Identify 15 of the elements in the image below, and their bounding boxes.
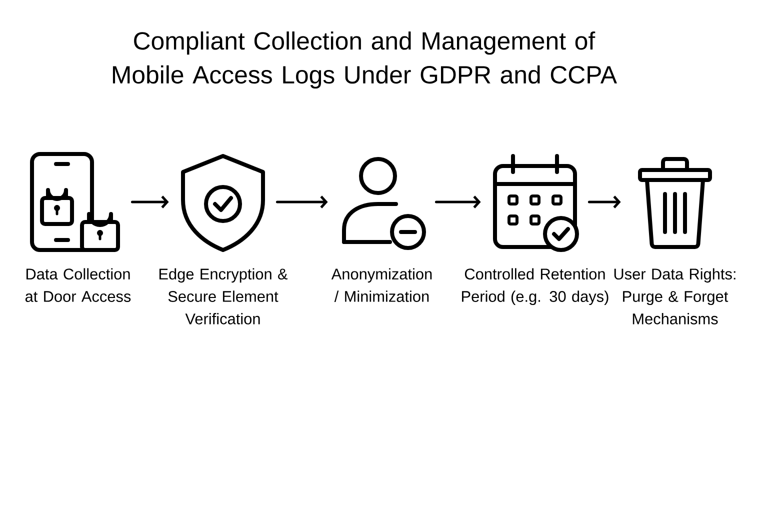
- caption-text: Edge Encryption & Secure Element Verification: [159, 268, 288, 324]
- title: Compliant Collection and Management of Mobile Access Logs Under GDPR and CCPA: [112, 31, 617, 89]
- arrow: [276, 196, 328, 208]
- caption-text: User Data Rights: Purge & Forget Mechanisms: [614, 268, 736, 324]
- trash-can-drawing: [638, 157, 712, 249]
- phone-lock-drawing: [30, 152, 120, 252]
- caption-text: Anonymization / Minimization: [331, 268, 432, 302]
- arrow: [434, 196, 481, 208]
- user-remove-drawing: [342, 157, 426, 250]
- arrow: [588, 196, 621, 208]
- calendar-check-drawing: [493, 154, 579, 252]
- arrow: [130, 196, 169, 208]
- caption-text: Data Collection at Door Access: [25, 268, 131, 302]
- caption-text: Controlled Retention Period (e.g. 30 days): [462, 268, 608, 305]
- shield-check-drawing: [181, 154, 265, 252]
